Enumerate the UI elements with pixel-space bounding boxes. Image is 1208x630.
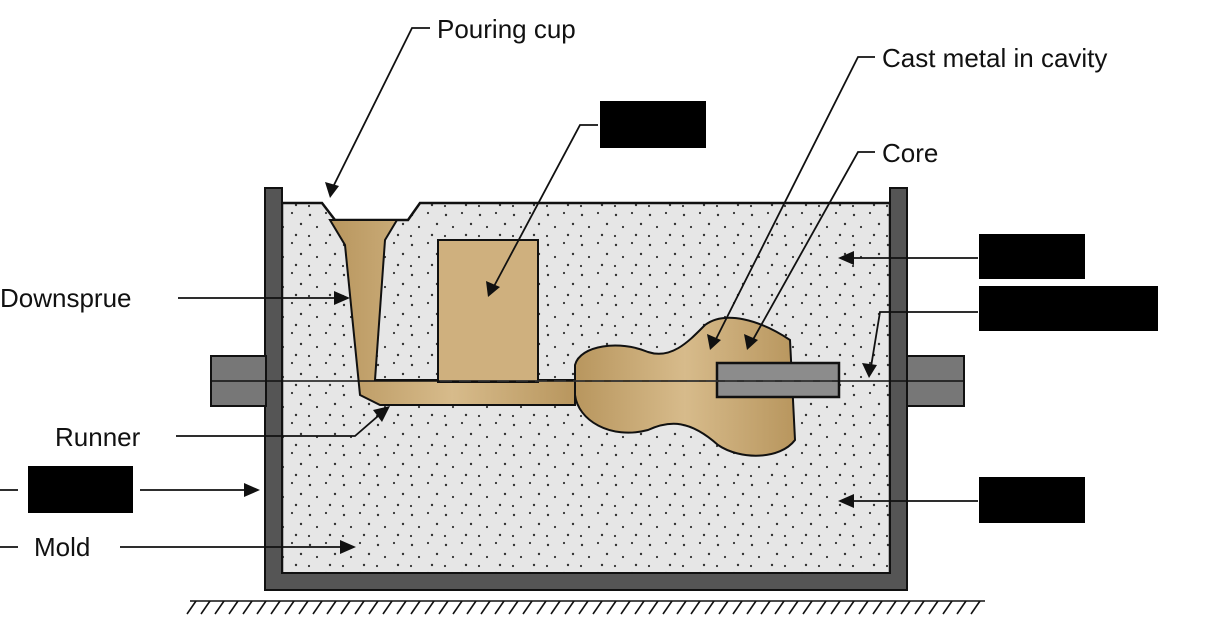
hatch-mark (676, 600, 687, 615)
hatch-mark (802, 600, 813, 615)
hatch-mark (718, 600, 729, 615)
hatch-mark (900, 600, 911, 615)
redacted-label-drag (979, 477, 1085, 523)
hatch-mark (410, 600, 421, 615)
hatch-mark (634, 600, 645, 615)
hatch-mark (536, 600, 547, 615)
hatch-mark (480, 600, 491, 615)
hatch-mark (662, 600, 673, 615)
hatch-mark (438, 600, 449, 615)
label-core: Core (882, 138, 939, 168)
hatch-mark (186, 600, 197, 615)
hatch-mark (424, 600, 435, 615)
hatch-mark (326, 600, 337, 615)
hatch-mark (914, 600, 925, 615)
hatch-mark (620, 600, 631, 615)
cast-metal-cavity (574, 316, 797, 457)
hatch-mark (466, 600, 477, 615)
hatch-mark (704, 600, 715, 615)
hatch-mark (368, 600, 379, 615)
hatch-mark (340, 600, 351, 615)
label-runner: Runner (55, 422, 141, 452)
hatch-mark (648, 600, 659, 615)
label-mold: Mold (34, 532, 91, 562)
hatch-mark (970, 600, 981, 615)
hatch-mark (550, 600, 561, 615)
hatch-mark (270, 600, 281, 615)
arrow-heads (244, 182, 877, 554)
hatch-mark (298, 600, 309, 615)
flask (264, 187, 908, 591)
riser-metal (437, 239, 539, 383)
hatch-mark (382, 600, 393, 615)
hatch-mark (732, 600, 743, 615)
hatch-mark (774, 600, 785, 615)
hatch-mark (746, 600, 757, 615)
hatch-mark (200, 600, 211, 615)
hatch-mark (928, 600, 939, 615)
hatch-mark (452, 600, 463, 615)
hatch-mark (214, 600, 225, 615)
hatch-mark (816, 600, 827, 615)
hatch-mark (956, 600, 967, 615)
hatch-mark (858, 600, 869, 615)
hatch-mark (872, 600, 883, 615)
label-pouring-cup: Pouring cup (437, 14, 576, 44)
redacted-label-riser (600, 101, 706, 148)
hatch-mark (844, 600, 855, 615)
hatch-mark (354, 600, 365, 615)
label-cast-metal-in-cavity: Cast metal in cavity (882, 43, 1108, 73)
hatch-mark (690, 600, 701, 615)
hatch-mark (760, 600, 771, 615)
hatch-mark (256, 600, 267, 615)
hatch-mark (228, 600, 239, 615)
hatch-mark (508, 600, 519, 615)
hatch-mark (942, 600, 953, 615)
redacted-label-flask (28, 466, 133, 513)
hatch-mark (830, 600, 841, 615)
hatch-mark (312, 600, 323, 615)
hatch-mark (494, 600, 505, 615)
hatch-mark (578, 600, 589, 615)
hatch-mark (242, 600, 253, 615)
hatch-mark (396, 600, 407, 615)
hatch-mark (886, 600, 897, 615)
redacted-label-cope (979, 234, 1085, 279)
hatch-mark (522, 600, 533, 615)
hatch-mark (592, 600, 603, 615)
hatch-mark (284, 600, 295, 615)
hatch-mark (788, 600, 799, 615)
label-downsprue: Downsprue (0, 283, 132, 313)
hatch-mark (606, 600, 617, 615)
leader-lines (0, 27, 978, 548)
hatch-mark (564, 600, 575, 615)
redacted-label-parting-line (979, 286, 1158, 331)
core (715, 361, 841, 399)
ground-hatch (186, 600, 985, 615)
